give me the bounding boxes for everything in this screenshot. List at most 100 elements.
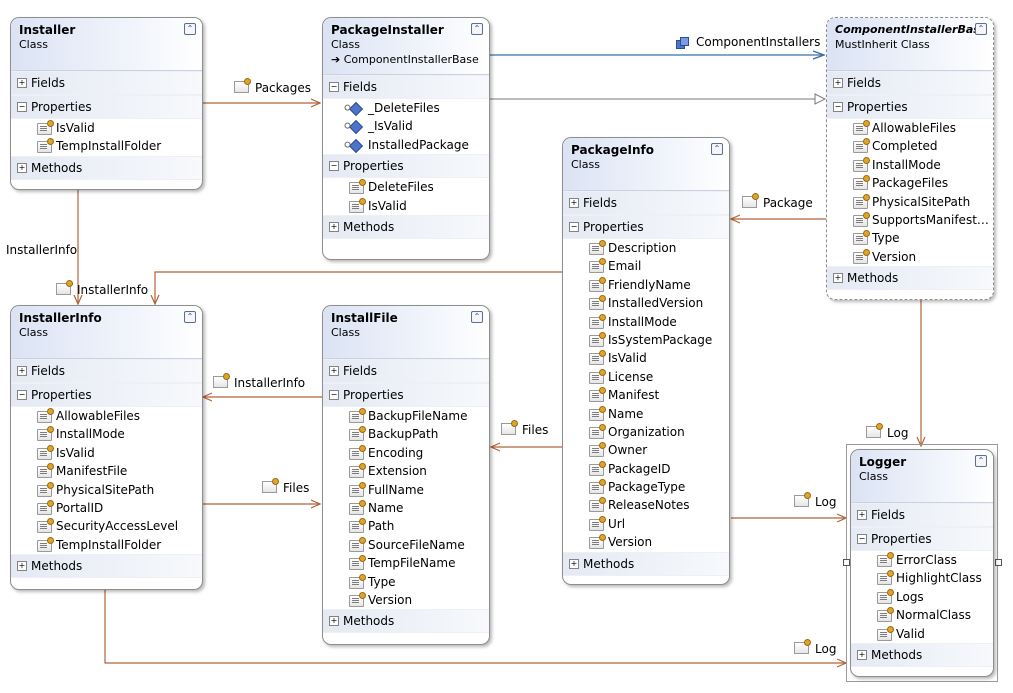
collapse-icon[interactable]: ⌃ — [975, 455, 987, 467]
fields-section-header[interactable]: +Fields — [11, 359, 202, 383]
property-item[interactable]: IsValid — [323, 197, 489, 215]
property-item[interactable]: PackageID — [563, 460, 729, 478]
collapse-toggle-icon[interactable]: − — [329, 161, 339, 172]
collapse-toggle-icon[interactable]: − — [569, 222, 579, 232]
property-item[interactable]: Owner — [563, 441, 729, 459]
property-item[interactable]: Extension — [323, 462, 489, 480]
collapse-icon[interactable]: ⌃ — [184, 311, 196, 323]
property-item[interactable]: Version — [827, 248, 993, 266]
property-item[interactable]: PhysicalSitePath — [827, 193, 993, 211]
property-item[interactable]: PhysicalSitePath — [11, 481, 202, 499]
fields-section-header[interactable]: +Fields — [851, 503, 993, 527]
connector-installer-info-top[interactable] — [155, 271, 562, 304]
property-item[interactable]: AllowableFiles — [827, 119, 993, 137]
property-item[interactable]: TempFileName — [323, 554, 489, 572]
class-component-installer-base[interactable]: ComponentInstallerBase MustInherit Class… — [826, 17, 994, 300]
expand-toggle-icon[interactable]: + — [329, 616, 339, 627]
field-item[interactable]: _DeleteFiles — [323, 99, 489, 117]
property-item[interactable]: Manifest — [563, 386, 729, 404]
collapse-toggle-icon[interactable]: − — [329, 82, 339, 92]
expand-toggle-icon[interactable]: + — [329, 221, 339, 232]
collapse-toggle-icon[interactable]: − — [833, 102, 843, 112]
property-item[interactable]: SecurityAccessLevel — [11, 517, 202, 535]
property-item[interactable]: HighlightClass — [851, 569, 993, 587]
property-item[interactable]: Description — [563, 239, 729, 257]
property-item[interactable]: FullName — [323, 481, 489, 499]
expand-toggle-icon[interactable]: + — [17, 78, 27, 88]
methods-section-header[interactable]: +Methods — [323, 609, 489, 634]
expand-toggle-icon[interactable]: + — [857, 649, 867, 660]
resize-handle-left[interactable] — [843, 559, 850, 566]
expand-toggle-icon[interactable]: + — [857, 510, 867, 520]
fields-section-header[interactable]: +Fields — [323, 359, 489, 383]
property-item[interactable]: Version — [563, 533, 729, 551]
methods-section-header[interactable]: +Methods — [827, 266, 993, 291]
class-installer[interactable]: Installer Class ⌃ +Fields −Properties Is… — [10, 17, 203, 190]
property-item[interactable]: Name — [323, 499, 489, 517]
property-item[interactable]: IsSystemPackage — [563, 331, 729, 349]
methods-section-header[interactable]: +Methods — [323, 214, 489, 239]
property-item[interactable]: Completed — [827, 137, 993, 155]
property-item[interactable]: Logs — [851, 588, 993, 606]
properties-section-header[interactable]: −Properties — [827, 95, 993, 119]
collapse-toggle-icon[interactable]: − — [17, 102, 27, 112]
class-installer-info[interactable]: InstallerInfo Class ⌃ +Fields −Propertie… — [10, 305, 203, 590]
property-item[interactable]: ErrorClass — [851, 551, 993, 569]
property-item[interactable]: FriendlyName — [563, 276, 729, 294]
resize-handle-right[interactable] — [995, 559, 1002, 566]
collapse-toggle-icon[interactable]: − — [329, 390, 339, 400]
properties-section-header[interactable]: −Properties — [11, 95, 202, 119]
class-logger[interactable]: Logger Class ⌃ +Fields −Properties Error… — [850, 449, 994, 677]
property-item[interactable]: PackageType — [563, 478, 729, 496]
class-package-info[interactable]: PackageInfo Class ⌃ +Fields −Properties … — [562, 137, 730, 585]
properties-section-header[interactable]: −Properties — [851, 527, 993, 551]
property-item[interactable]: Email — [563, 257, 729, 275]
collapse-icon[interactable]: ⌃ — [471, 23, 483, 35]
property-item[interactable]: Url — [563, 515, 729, 533]
fields-section-header[interactable]: +Fields — [827, 71, 993, 95]
methods-section-header[interactable]: +Methods — [11, 554, 202, 579]
property-item[interactable]: Name — [563, 405, 729, 423]
expand-toggle-icon[interactable]: + — [17, 561, 27, 572]
property-item[interactable]: AllowableFiles — [11, 407, 202, 425]
property-item[interactable]: Valid — [851, 625, 993, 643]
expand-toggle-icon[interactable]: + — [569, 558, 579, 569]
collapse-icon[interactable]: ⌃ — [184, 23, 196, 35]
expand-toggle-icon[interactable]: + — [17, 366, 27, 376]
property-item[interactable]: InstallMode — [11, 425, 202, 443]
fields-section-header[interactable]: +Fields — [11, 71, 202, 95]
property-item[interactable]: BackupPath — [323, 425, 489, 443]
field-item[interactable]: _IsValid — [323, 117, 489, 135]
methods-section-header[interactable]: +Methods — [563, 551, 729, 576]
property-item[interactable]: SupportsManifestO... — [827, 211, 993, 229]
property-item[interactable]: SourceFileName — [323, 536, 489, 554]
property-item[interactable]: Path — [323, 517, 489, 535]
expand-toggle-icon[interactable]: + — [833, 273, 843, 284]
methods-section-header[interactable]: +Methods — [851, 642, 993, 667]
property-item[interactable]: InstallMode — [827, 156, 993, 174]
property-item[interactable]: DeleteFiles — [323, 178, 489, 196]
property-item[interactable]: Version — [323, 591, 489, 609]
properties-section-header[interactable]: −Properties — [323, 154, 489, 179]
property-item[interactable]: IsValid — [563, 349, 729, 367]
field-item[interactable]: InstalledPackage — [323, 136, 489, 154]
expand-toggle-icon[interactable]: + — [17, 162, 27, 173]
property-item[interactable]: Encoding — [323, 444, 489, 462]
property-item[interactable]: ReleaseNotes — [563, 496, 729, 514]
fields-section-header[interactable]: +Fields — [563, 191, 729, 215]
property-item[interactable]: Organization — [563, 423, 729, 441]
property-item[interactable]: TempInstallFolder — [11, 137, 202, 155]
property-item[interactable]: ManifestFile — [11, 462, 202, 480]
collapse-toggle-icon[interactable]: − — [857, 534, 867, 544]
class-install-file[interactable]: InstallFile Class ⌃ +Fields −Properties … — [322, 305, 490, 645]
property-item[interactable]: Type — [323, 573, 489, 591]
fields-section-header[interactable]: −Fields — [323, 75, 489, 99]
collapse-icon[interactable]: ⌃ — [711, 143, 723, 155]
property-item[interactable]: PortalID — [11, 499, 202, 517]
property-item[interactable]: License — [563, 368, 729, 386]
property-item[interactable]: InstallMode — [563, 313, 729, 331]
property-item[interactable]: IsValid — [11, 119, 202, 137]
property-item[interactable]: NormalClass — [851, 606, 993, 624]
expand-toggle-icon[interactable]: + — [329, 366, 339, 376]
methods-section-header[interactable]: +Methods — [11, 155, 202, 180]
